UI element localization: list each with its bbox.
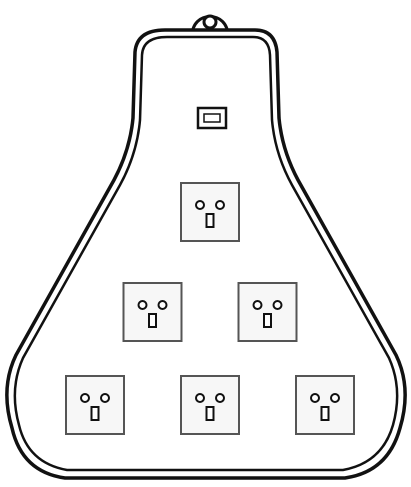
socket-icon xyxy=(195,393,225,421)
socket-icon xyxy=(252,300,283,328)
outlet-5 xyxy=(180,375,240,435)
outlet-2 xyxy=(122,282,183,342)
outlet-3 xyxy=(237,282,298,342)
outlet-frame xyxy=(122,282,183,342)
strip-outer-outline xyxy=(5,28,407,480)
outlet-frame xyxy=(180,182,240,242)
strip-inner-outline xyxy=(13,35,399,472)
outlet-4 xyxy=(65,375,125,435)
socket-icon xyxy=(80,393,110,421)
outlet-frame xyxy=(180,375,240,435)
switch-icon xyxy=(196,106,228,130)
socket-icon xyxy=(310,393,340,421)
socket-icon xyxy=(195,200,225,228)
outlet-frame xyxy=(295,375,355,435)
outlet-frame xyxy=(237,282,298,342)
outlet-6 xyxy=(295,375,355,435)
strip-body xyxy=(5,28,407,480)
socket-icon xyxy=(137,300,168,328)
outlet-frame xyxy=(65,375,125,435)
outlet-1 xyxy=(180,182,240,242)
outlets xyxy=(65,182,355,435)
